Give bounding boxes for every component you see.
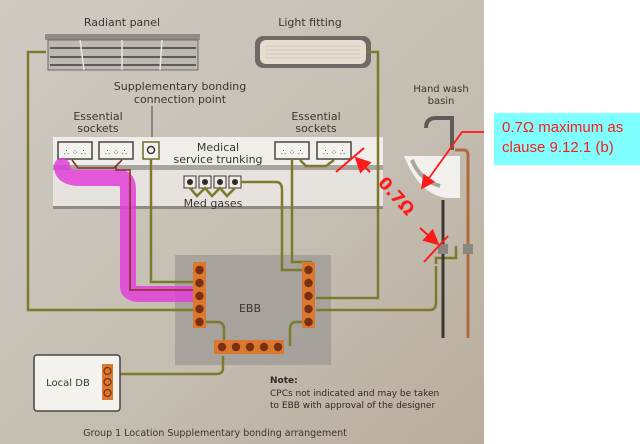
resistance-callout-box: 0.7Ω maximum as clause 9.12.1 (b) <box>494 113 640 165</box>
wire-local-db <box>110 356 225 376</box>
dimension-arrow-start <box>354 156 372 174</box>
resistance-dimension <box>335 147 449 263</box>
wire-ebb-right-bottom <box>288 320 312 346</box>
essential-sockets-right-label-2: sockets <box>295 122 337 135</box>
note-line-1: CPCs not indicated and may be taken <box>270 389 439 399</box>
ebb-terminal-bar-left <box>193 262 206 328</box>
note-title: Note: <box>270 376 298 386</box>
socket-right-1: ∴ ⁘ ∴ <box>274 141 310 160</box>
socket-left-1: ∴ ⁘ ∴ <box>57 141 93 160</box>
ebb-terminal-bar-right <box>302 262 315 328</box>
ebb-terminal-bar-bottom <box>214 340 284 354</box>
essential-sockets-left-label-1: Essential <box>73 110 122 123</box>
supp-bonding-label-line1: Supplementary bonding <box>114 80 246 93</box>
wire-hand-basin <box>316 266 438 312</box>
svg-text:∴ ⁘ ∴: ∴ ⁘ ∴ <box>64 148 86 157</box>
dimension-tick-start <box>335 147 365 173</box>
essential-sockets-left-label-2: sockets <box>77 122 119 135</box>
local-db-label: Local DB <box>46 378 90 389</box>
svg-text:∴ ⁘ ∴: ∴ ⁘ ∴ <box>281 148 303 157</box>
dimension-tick-end <box>423 235 449 263</box>
wire-bonding-point <box>149 159 196 284</box>
med-gases-label: Med gases <box>184 197 243 210</box>
local-db <box>33 354 121 412</box>
hand-wash-basin-label-2: basin <box>428 96 455 107</box>
socket-left-2: ∴ ⁘ ∴ <box>98 141 134 160</box>
wire-radiant-panel <box>26 50 196 312</box>
supp-bonding-label-line2: connection point <box>134 93 227 106</box>
socket-circuit-wire <box>71 159 196 291</box>
trunking-label-2: service trunking <box>173 153 262 166</box>
svg-text:∴ ⁘ ∴: ∴ ⁘ ∴ <box>323 148 345 157</box>
callout-leader-arrow <box>420 131 484 190</box>
socket-right-2: ∴ ⁘ ∴ <box>316 141 352 160</box>
supplementary-bonding-point <box>142 141 160 160</box>
light-fitting-label: Light fitting <box>278 16 342 29</box>
bonding-conductors <box>26 50 458 376</box>
light-fitting <box>255 36 371 68</box>
radiant-panel <box>45 34 200 71</box>
dimension-arrow-end <box>419 227 440 246</box>
note-line-2: to EBB with approval of the designer <box>270 401 435 411</box>
wire-socket-right-link <box>299 159 335 168</box>
svg-text:∴ ⁘ ∴: ∴ ⁘ ∴ <box>105 148 127 157</box>
wire-ebb-left-bottom <box>196 320 226 346</box>
hand-wash-basin-label-1: Hand wash <box>413 84 468 95</box>
trunking-label-1: Medical <box>197 141 239 154</box>
callout-line-2: clause 9.12.1 (b) <box>502 139 614 156</box>
med-gas-outlets <box>183 175 242 198</box>
radiant-panel-label: Radiant panel <box>84 16 160 29</box>
essential-sockets-right-label-1: Essential <box>291 110 340 123</box>
diagram-caption: Group 1 Location Supplementary bonding a… <box>83 428 347 439</box>
callout-line-1: 0.7Ω maximum as <box>502 119 624 136</box>
highlight-path <box>54 158 204 302</box>
bonding-diagram-photo: Radiant panel Light fitting Supplementar… <box>0 0 484 444</box>
wire-light-fitting <box>316 50 380 300</box>
ebb-label: EBB <box>239 302 261 315</box>
wire-basin-link <box>434 246 458 264</box>
wire-med-gases <box>241 180 312 272</box>
